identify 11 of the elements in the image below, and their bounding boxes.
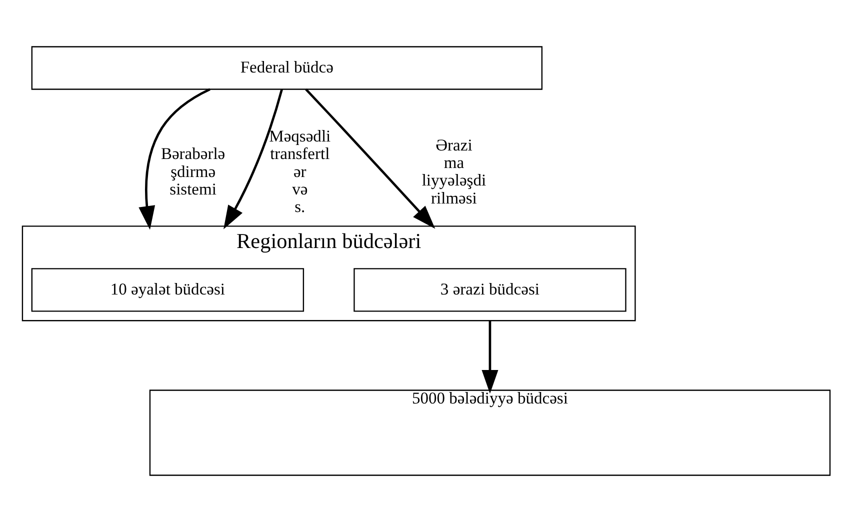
node-box: Federal büdcə [31, 46, 542, 90]
arrow [224, 88, 283, 229]
node-box: 10 əyalət büdcəsi [31, 268, 304, 312]
node-box: 3 ərazi büdcəsi [354, 268, 626, 312]
arrow [305, 88, 436, 228]
edge-label: Ərazi ma liyyələşdi rilməsi [422, 134, 486, 207]
edge-label: Məqsədli transfertl ər və s. [269, 126, 331, 216]
arrow [482, 320, 498, 394]
arrow [138, 88, 210, 230]
node-box: 5000 bələdiyyə büdcəsi [149, 389, 831, 476]
edge-label: Bərabərlə şdirmə sistemi [160, 144, 226, 198]
